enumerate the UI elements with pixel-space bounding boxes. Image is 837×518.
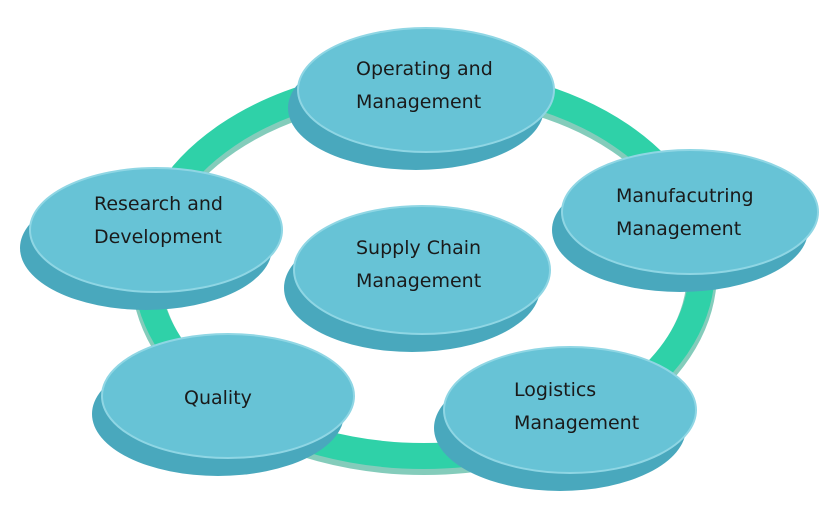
operating-label-line1: Operating and <box>356 58 493 80</box>
node-research-and-development: Research and Development <box>18 160 293 310</box>
center-label-line2: Management <box>356 270 482 292</box>
node-supply-chain-management: Supply Chain Management <box>280 196 560 356</box>
quality-label: Quality <box>184 387 252 409</box>
research-label-line2: Development <box>94 226 222 248</box>
center-label-line1: Supply Chain <box>356 237 482 259</box>
manufacturing-label-line2: Management <box>616 218 742 240</box>
node-quality: Quality <box>90 322 365 477</box>
logistics-label-line1: Logistics <box>514 379 597 401</box>
node-operating-and-management: Operating and Management <box>286 22 556 172</box>
node-logistics-management: Logistics Management <box>432 338 702 493</box>
logistics-label-line2: Management <box>514 412 640 434</box>
operating-label-line2: Management <box>356 91 482 113</box>
node-manufacturing-management: Manufacutring Management <box>548 144 823 294</box>
research-label-line1: Research and <box>94 193 223 215</box>
manufacturing-label-line1: Manufacutring <box>616 185 754 207</box>
